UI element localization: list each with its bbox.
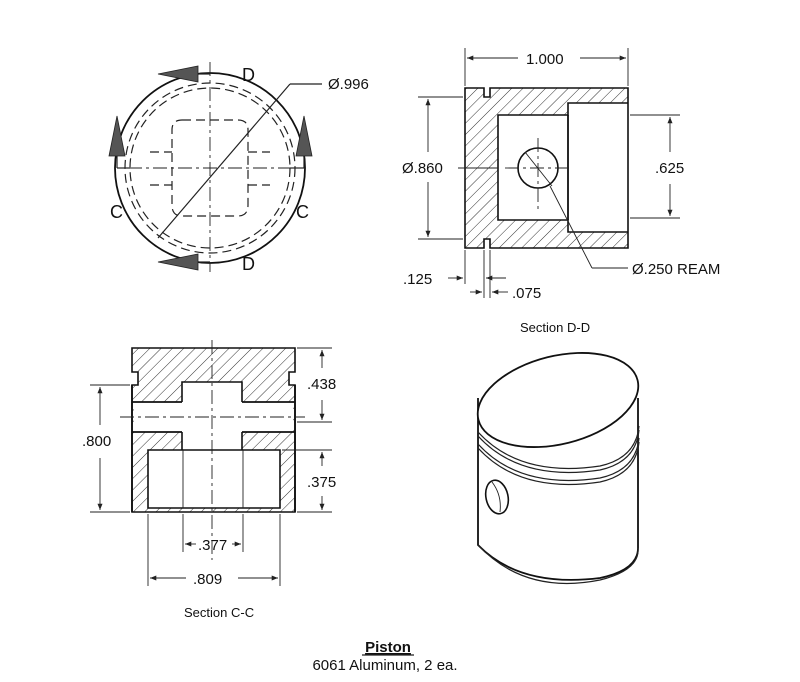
ring-groove-1b [477, 429, 640, 473]
section-arrow-c-left [108, 115, 126, 157]
isometric-piston [476, 352, 640, 585]
section-d-d: 1.000 Ø.860 .625 Ø.250 REAM .125 .075 Se… [402, 48, 720, 335]
diameter-label: Ø.996 [328, 76, 369, 93]
ring-groove-1 [477, 425, 640, 469]
section-arrow-d-top [157, 65, 199, 83]
top-view: Ø.996 D D C C [108, 62, 369, 274]
width-label: 1.000 [526, 51, 564, 68]
bore-377-label: .377 [198, 537, 227, 554]
diameter-leader [157, 83, 291, 239]
section-dd-caption: Section D-D [520, 320, 590, 335]
piston-body [477, 398, 639, 581]
drawing-title: Piston [365, 639, 411, 656]
drawing-subtitle: 6061 Aluminum, 2 ea. [312, 657, 457, 674]
hole-diag [524, 151, 553, 187]
height-800-label: .800 [82, 433, 111, 450]
ream-leader [549, 185, 593, 269]
hidden-cavity [171, 119, 249, 217]
bore-625-label: .625 [655, 160, 684, 177]
width-809-label: .809 [193, 571, 222, 588]
skirt-375-label: .375 [307, 474, 336, 491]
section-arrow-d-bottom [157, 253, 199, 271]
ring-groove-2b [477, 441, 640, 485]
diameter-860-label: Ø.860 [402, 160, 443, 177]
section-c-c: .800 .438 .375 .377 .809 Section C-C [82, 340, 336, 620]
section-label-d-top: D [242, 65, 255, 85]
ream-label: Ø.250 REAM [632, 261, 720, 278]
section-arrow-c-right [295, 115, 313, 157]
iso-pin-hole [484, 479, 510, 515]
section-label-c-right: C [296, 202, 309, 222]
groove-offset-label: .125 [403, 271, 432, 288]
section-cc-caption: Section C-C [184, 605, 254, 620]
groove-width-label: .075 [512, 285, 541, 302]
title-block: Piston 6061 Aluminum, 2 ea. [312, 639, 457, 674]
piston-bottom-edge [477, 544, 639, 585]
ring-groove-2 [477, 437, 640, 481]
piston-top-face [476, 352, 640, 448]
iso-pin-hole-inner [491, 481, 501, 513]
section-label-c-left: C [110, 202, 123, 222]
head-438-label: .438 [307, 376, 336, 393]
section-label-d-bottom: D [242, 254, 255, 274]
